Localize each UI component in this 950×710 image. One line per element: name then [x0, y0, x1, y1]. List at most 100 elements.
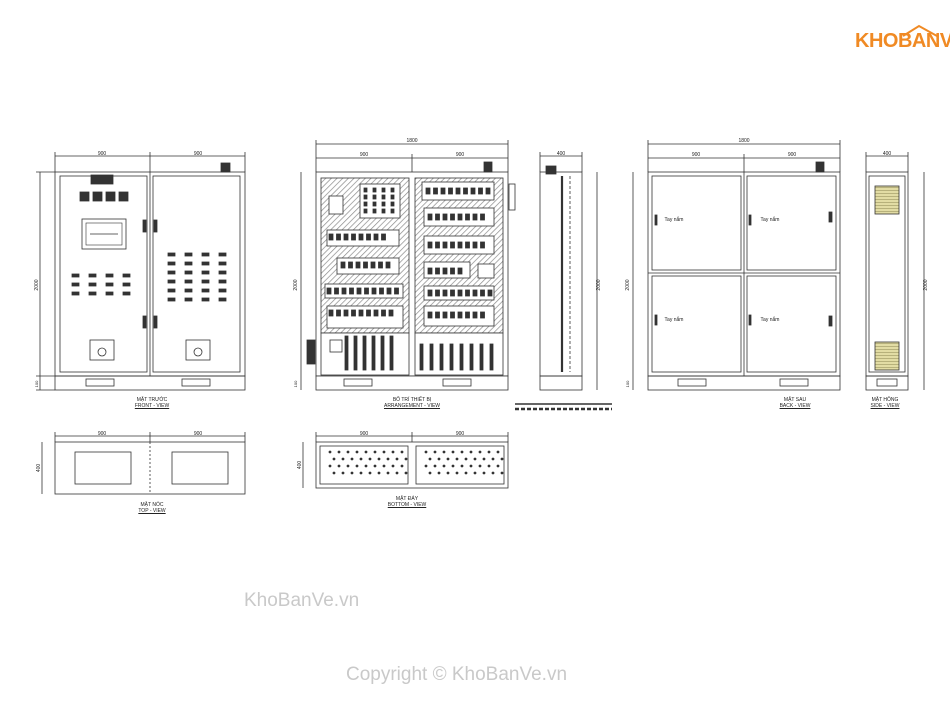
cable-gland-icon	[386, 457, 390, 461]
cable-gland-icon	[451, 464, 455, 468]
terminal-icon	[381, 208, 386, 214]
breaker-icon	[343, 233, 349, 241]
cable-gland-icon	[446, 471, 450, 475]
terminal-icon	[390, 187, 395, 193]
cable-gland-icon	[437, 471, 441, 475]
terminal-strip-icon	[429, 343, 434, 371]
cable-gland-icon	[341, 457, 345, 461]
breaker-icon	[427, 213, 433, 221]
cable-gland-icon	[346, 464, 350, 468]
breaker-icon	[442, 241, 448, 249]
breaker-icon	[480, 289, 485, 297]
section-view	[515, 152, 612, 411]
breaker-icon	[373, 309, 379, 317]
back-view-title: MẶT SAU	[783, 397, 807, 403]
breaker-icon	[480, 241, 485, 249]
top-view-subtitle: TOP - VIEW	[138, 508, 166, 514]
breaker-icon	[450, 267, 455, 275]
breaker-icon	[440, 187, 446, 195]
terminal-strip-icon	[362, 335, 367, 371]
breaker-icon	[363, 261, 368, 269]
breaker-icon	[480, 311, 485, 319]
breaker-icon	[378, 261, 383, 269]
breaker-icon	[470, 187, 476, 195]
breaker-icon	[381, 309, 386, 317]
pilot-light-icon	[184, 297, 193, 302]
pilot-light-icon	[122, 273, 131, 278]
front-pilot-lights-left	[71, 273, 131, 296]
arr-dim-total: 1800	[406, 138, 417, 144]
house-roof-icon	[902, 24, 938, 37]
side-view-caption: MẶT HÔNG SIDE - VIEW	[871, 397, 900, 409]
cable-gland-icon	[328, 450, 332, 454]
back-dim-right: 900	[788, 152, 797, 158]
front-dim-left: 900	[98, 151, 107, 157]
cable-gland-icon	[355, 464, 359, 468]
watermark-site: KhoBanVe.vn	[244, 590, 360, 611]
cable-gland-icon	[355, 450, 359, 454]
terminal-icon	[372, 201, 377, 207]
pilot-light-icon	[201, 288, 210, 293]
terminal-strip-icon	[344, 335, 349, 371]
cable-gland-icon	[473, 457, 477, 461]
breaker-icon	[442, 213, 448, 221]
front-view-subtitle: FRONT - VIEW	[134, 403, 170, 409]
terminal-strip-icon	[380, 335, 385, 371]
cable-gland-icon	[455, 471, 459, 475]
front-view-title: MẶT TRƯỚC	[136, 397, 168, 403]
breaker-icon	[366, 309, 371, 317]
top-view-caption: MẶT NÓC TOP - VIEW	[138, 502, 165, 514]
cable-gland-icon	[451, 450, 455, 454]
section-dim-depth: 400	[557, 151, 566, 157]
terminal-strip-icon	[353, 335, 358, 371]
breaker-icon	[465, 241, 470, 249]
terminal-icon	[390, 208, 395, 214]
breaker-icon	[442, 311, 448, 319]
arrangement-device-details	[326, 187, 494, 371]
arr-dim-height: 2000	[293, 279, 299, 290]
pilot-light-icon	[105, 273, 114, 278]
cable-gland-icon	[332, 471, 336, 475]
terminal-icon	[372, 208, 377, 214]
back-handle-label-4: Tay nắm	[761, 316, 780, 323]
pilot-light-icon	[218, 297, 227, 302]
khobanve-logo[interactable]: KHOBANVE	[855, 22, 950, 56]
cable-gland-icon	[442, 450, 446, 454]
back-view-subtitle: BACK - VIEW	[779, 403, 811, 409]
terminal-icon	[363, 187, 368, 193]
cable-gland-icon	[377, 457, 381, 461]
top-dim-right: 900	[194, 431, 203, 437]
breaker-icon	[457, 311, 463, 319]
pilot-light-icon	[201, 261, 210, 266]
breaker-icon	[386, 287, 392, 295]
pilot-light-icon	[105, 291, 114, 296]
breaker-icon	[355, 261, 361, 269]
cable-gland-icon	[395, 457, 399, 461]
breaker-icon	[373, 233, 379, 241]
cable-gland-icon	[491, 471, 495, 475]
breaker-icon	[472, 311, 478, 319]
arr-dim-left: 900	[360, 152, 369, 158]
breaker-icon	[427, 311, 433, 319]
pilot-light-icon	[184, 288, 193, 293]
breaker-icon	[364, 287, 369, 295]
pilot-light-icon	[167, 297, 176, 302]
breaker-icon	[379, 287, 384, 295]
breaker-icon	[457, 241, 463, 249]
breaker-icon	[442, 289, 448, 297]
cable-gland-icon	[341, 471, 345, 475]
top-dim-left: 900	[98, 431, 107, 437]
pilot-light-icon	[184, 270, 193, 275]
breaker-icon	[351, 233, 356, 241]
breaker-icon	[349, 287, 354, 295]
bottom-view-title: MẶT ĐÁY	[395, 496, 419, 502]
cable-gland-icon	[391, 464, 395, 468]
pilot-light-icon	[218, 261, 227, 266]
terminal-icon	[381, 187, 386, 193]
breaker-icon	[351, 309, 356, 317]
terminal-icon	[390, 201, 395, 207]
cable-gland-icon	[424, 464, 428, 468]
bottom-view-subtitle: BOTTOM - VIEW	[387, 502, 427, 508]
cable-gland-icon	[482, 471, 486, 475]
back-dim-total: 1800	[738, 138, 749, 144]
